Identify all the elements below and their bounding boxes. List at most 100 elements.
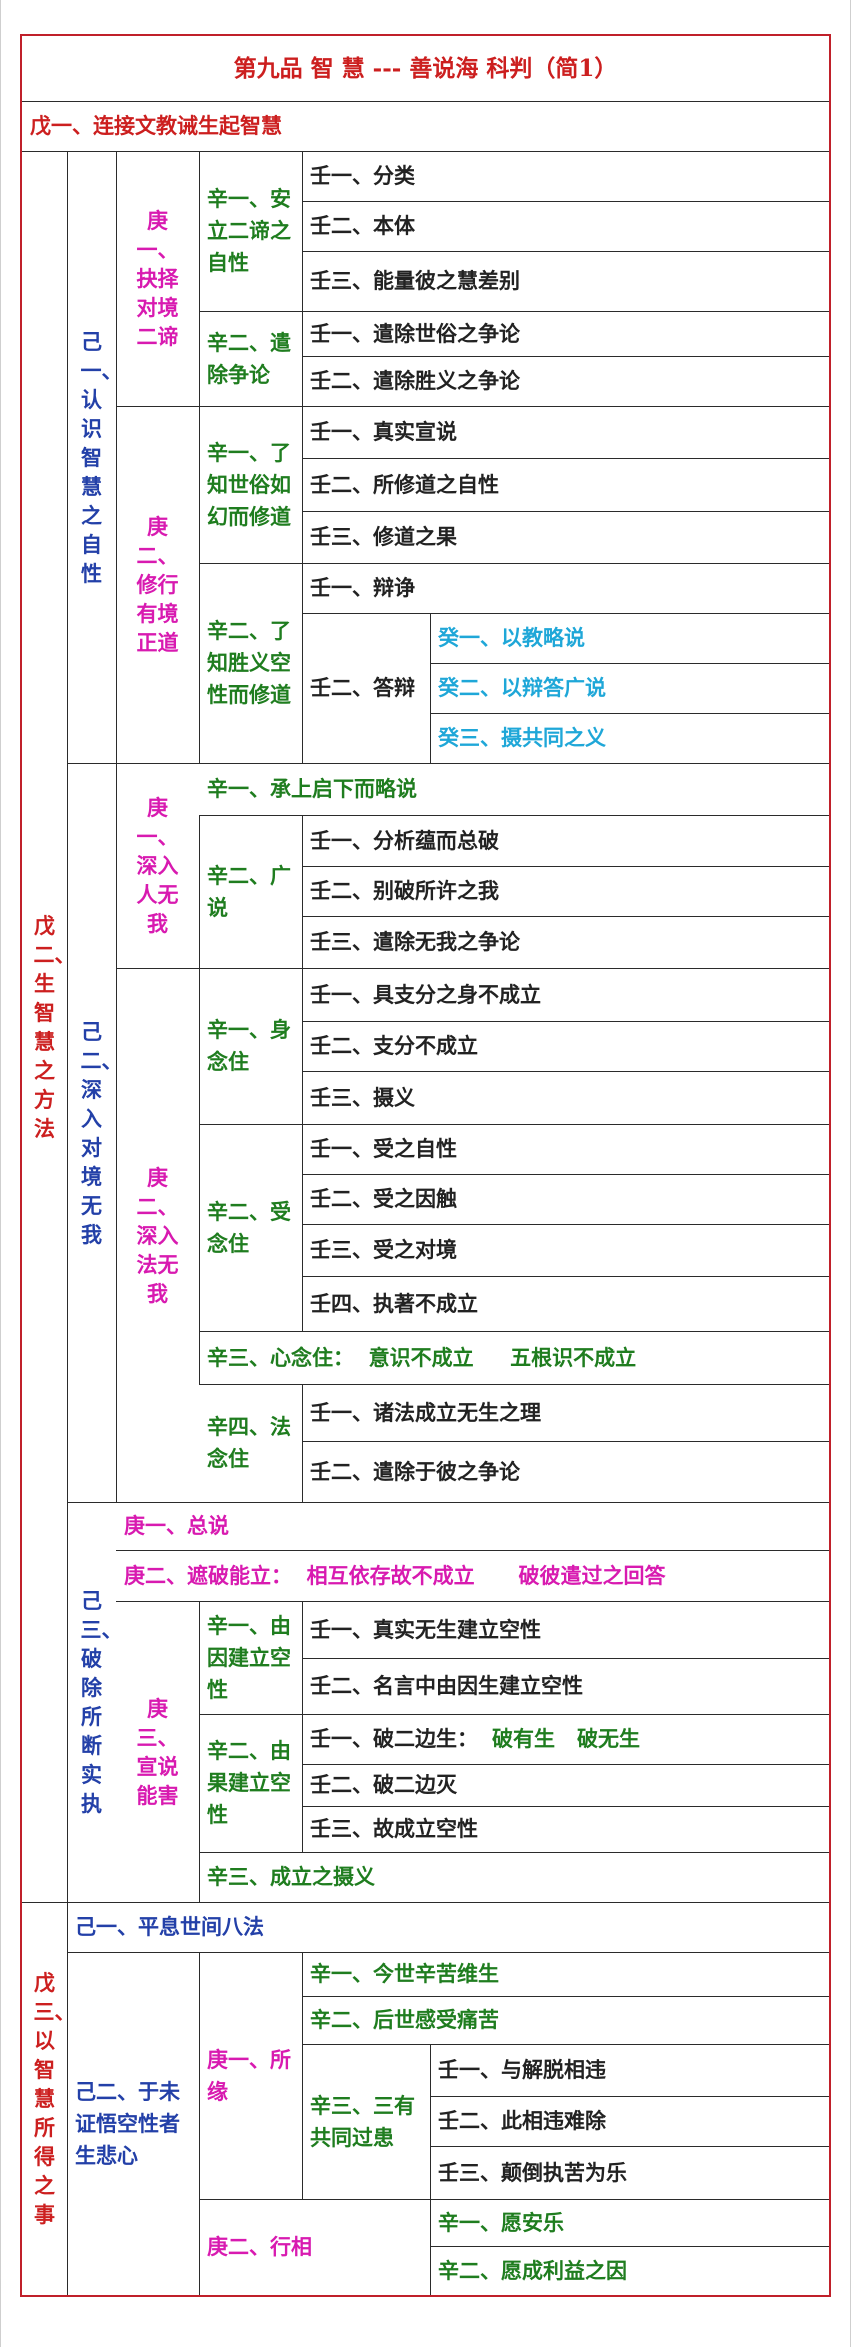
- row-rule: [302, 916, 829, 917]
- row-rule: [116, 406, 829, 407]
- row-rule: [302, 356, 829, 357]
- row-rule: [430, 713, 829, 714]
- wu3-heading: 戊三、以智慧所得之事: [33, 1970, 76, 2227]
- row-rule: [67, 763, 829, 764]
- ren-item: 壬二、本体: [310, 213, 415, 238]
- row-rule: [302, 1806, 829, 1807]
- geng-heading: 庚三、宣说能害: [136, 1695, 179, 1808]
- ren-item: 壬一、辩诤: [310, 575, 415, 600]
- col-rule: [302, 1384, 303, 1502]
- row-rule: [22, 1902, 829, 1903]
- col-rule: [116, 151, 117, 1503]
- row-rule: [430, 663, 829, 664]
- col-rule: [67, 151, 68, 2295]
- ren-item: 壬一、与解脱相违: [438, 2057, 606, 2082]
- ren-item: 壬一、诸法成立无生之理: [310, 1399, 541, 1425]
- ji3-heading: 己三、破除所断实执: [80, 1588, 123, 1816]
- xin2-heading: 辛二、遣除争论: [207, 329, 291, 387]
- ren-item: 壬二、所修道之自性: [310, 471, 499, 497]
- col-rule: [302, 1952, 303, 2199]
- geng-heading: 庚二、遮破能立： 相互依存故不成立 破彼遣过之回答: [124, 1562, 666, 1588]
- geng2-heading: 庚二、修行有境正道: [136, 514, 179, 655]
- row-rule: [199, 1331, 829, 1332]
- xin-heading: 辛一、承上启下而略说: [207, 776, 417, 801]
- row-rule: [302, 2044, 829, 2045]
- row-rule: [302, 1174, 829, 1175]
- row-rule: [302, 1996, 829, 1997]
- row-rule: [67, 1502, 829, 1503]
- ren-label: 壬一、破二边生：: [310, 1726, 478, 1751]
- xin4-heading: 辛二、了知胜义空性而修道: [207, 618, 291, 707]
- xin3-heading: 辛一、了知世俗如幻而修道: [207, 439, 291, 529]
- geng-heading: 庚一、深入人无我: [136, 795, 179, 936]
- xin-heading: 辛三、心念住： 意识不成立 五根识不成立: [207, 1344, 637, 1370]
- row-rule: [199, 311, 829, 312]
- xin-heading: 辛一、由因建立空性: [207, 1612, 291, 1702]
- col-rule: [302, 968, 303, 1331]
- ren-item: 壬三、修道之果: [310, 524, 457, 549]
- wu2-heading: 戊二、生智慧之方法: [33, 912, 76, 1141]
- geng-heading: 庚二、行相: [207, 2234, 312, 2259]
- xin-heading: 辛二、由果建立空性: [207, 1738, 291, 1827]
- row-rule: [22, 151, 829, 152]
- row-rule: [302, 866, 829, 867]
- ren-extra: 破无生: [577, 1726, 640, 1751]
- col-rule: [199, 151, 200, 764]
- ren-item: 壬三、故成立空性: [310, 1816, 478, 1841]
- ren-item: 壬二、此相违难除: [438, 2108, 606, 2133]
- row-rule: [302, 251, 829, 252]
- ren-item: 壬一、受之自性: [310, 1136, 457, 1161]
- row-rule: [302, 511, 829, 512]
- xin-heading: 辛一、愿安乐: [438, 2209, 564, 2235]
- xin-heading: 辛三、成立之摄义: [207, 1864, 375, 1889]
- row-rule: [430, 2146, 829, 2147]
- row-rule: [116, 1550, 829, 1551]
- ren-item: 壬二、遣除胜义之争论: [310, 368, 520, 393]
- row-rule: [199, 1124, 829, 1125]
- row-rule: [302, 613, 829, 614]
- ren-item: 壬三、颠倒执苦为乐: [438, 2159, 627, 2185]
- xin-heading: 辛四、法念住: [207, 1414, 291, 1471]
- geng1-heading: 庚一、抉择对境二谛: [136, 208, 179, 349]
- gui-item: 癸三、摄共同之义: [438, 725, 606, 750]
- ren-item: 壬一、分类: [310, 163, 415, 188]
- xin-heading: 辛三、三有共同过患: [310, 2092, 415, 2150]
- row-rule: [199, 563, 829, 564]
- col-rule: [302, 815, 303, 968]
- row-rule: [302, 1021, 829, 1022]
- page-title: 第九品 智 慧 --- 善说海 科判（简1）: [233, 54, 618, 82]
- ren-item: 壬二、别破所许之我: [310, 878, 499, 903]
- xin-heading: 辛一、身念住: [207, 1017, 291, 1074]
- ren-item: 壬二、答辩: [310, 675, 415, 700]
- row-rule: [199, 1852, 829, 1853]
- row-rule: [302, 1764, 829, 1765]
- gui-item: 癸一、以教略说: [438, 625, 585, 650]
- ren-item: 壬三、能量彼之慧差别: [310, 268, 520, 293]
- row-rule: [430, 2246, 829, 2247]
- wu1-heading: 戊一、连接文教诫生起智慧: [30, 113, 282, 138]
- ren-extra: 破有生: [492, 1726, 555, 1751]
- xin-heading: 辛二、受念住: [207, 1198, 291, 1256]
- ren-item: 壬三、遣除无我之争论: [310, 929, 520, 954]
- row-rule: [116, 1601, 829, 1602]
- ren-item: 壬四、执著不成立: [310, 1290, 478, 1316]
- col-rule: [199, 1952, 200, 2295]
- ren-item: 壬一、破二边生： 破有生 破无生: [302, 1714, 829, 1764]
- ren-item: 壬二、遣除于彼之争论: [310, 1458, 520, 1484]
- ren-item: 壬二、名言中由因生建立空性: [310, 1673, 583, 1698]
- ren-item: 壬三、摄义: [310, 1084, 415, 1110]
- ren-item: 壬一、真实无生建立空性: [310, 1616, 541, 1642]
- ren-item: 壬二、支分不成立: [310, 1033, 478, 1058]
- col-rule: [199, 1601, 200, 1902]
- col-rule: [430, 613, 431, 764]
- xin-heading: 辛二、愿成利益之因: [438, 2257, 627, 2283]
- geng-heading: 庚一、所缘: [207, 2046, 291, 2104]
- row-rule: [430, 2096, 829, 2097]
- ren-item: 壬一、真实宣说: [310, 419, 457, 444]
- outline-table: 第九品 智 慧 --- 善说海 科判（简1） 戊一、连接文教诫生起智慧 戊二、生…: [20, 34, 831, 2297]
- row-rule: [302, 1276, 829, 1277]
- ji-heading: 己二、于未证悟空性者生悲心: [75, 2078, 180, 2168]
- ji2-heading: 己二、深入对境无我: [80, 1018, 123, 1247]
- xin-heading: 辛二、后世感受痛苦: [310, 2007, 499, 2032]
- geng-heading: 庚一、总说: [124, 1513, 229, 1538]
